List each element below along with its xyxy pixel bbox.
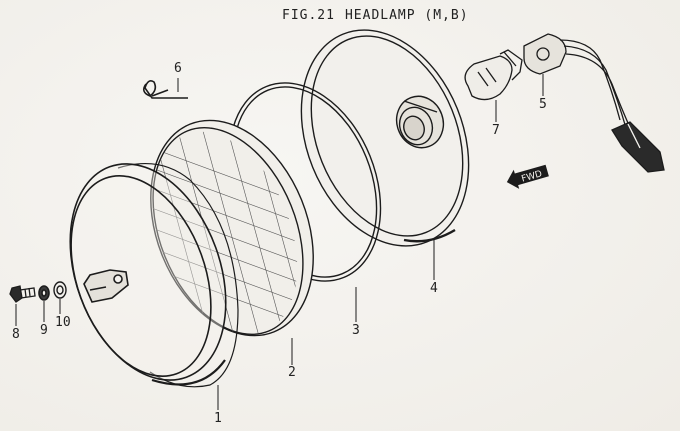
- part-8-screw: [9, 285, 36, 303]
- callout-2: 2: [288, 365, 296, 380]
- callout-5: 5: [539, 97, 547, 112]
- callout-7: 7: [492, 123, 500, 138]
- callout-4: 4: [430, 281, 438, 296]
- figure-title: FIG.21 HEADLAMP (M,B): [282, 8, 479, 23]
- callout-3: 3: [352, 323, 360, 338]
- part-10-washer: [53, 281, 67, 299]
- callout-10: 10: [55, 315, 71, 330]
- callout-6: 6: [174, 61, 182, 76]
- callout-1: 1: [214, 411, 222, 426]
- part-7-bulb: [464, 49, 523, 101]
- part-2-lens-unit: [129, 119, 321, 341]
- callout-8: 8: [12, 327, 20, 342]
- part-5-socket: [523, 33, 665, 173]
- part-1-rim: [69, 162, 239, 388]
- figure-name: HEADLAMP (M,B): [344, 8, 469, 23]
- part-6-spring-clip: [142, 80, 188, 99]
- figure-number: FIG.21: [282, 8, 335, 23]
- leader-lines: [15, 74, 544, 410]
- fwd-arrow: FWD: [506, 164, 549, 189]
- part-4-housing: [300, 29, 470, 247]
- part-9-lock-washer: [38, 285, 50, 301]
- callout-9: 9: [40, 323, 48, 338]
